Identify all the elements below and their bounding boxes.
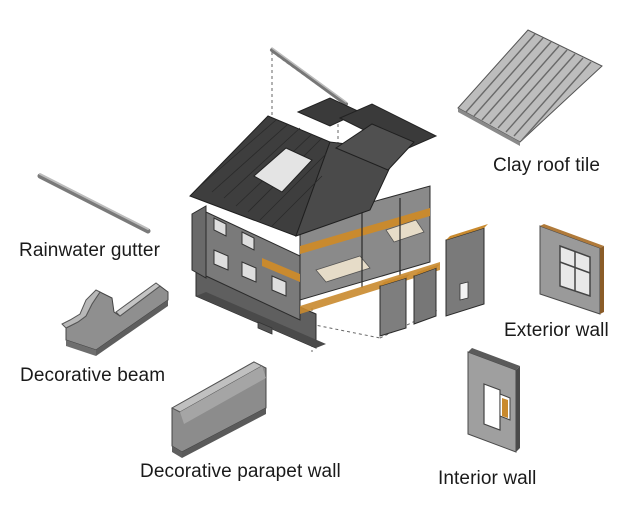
label-decorative-parapet-wall: Decorative parapet wall [140,461,341,482]
label-exterior-wall: Exterior wall [504,320,609,341]
label-rainwater-gutter: Rainwater gutter [19,240,161,261]
house-windows [213,217,287,297]
label-interior-wall: Interior wall [438,468,537,489]
label-clay-roof-tile: Clay roof tile [493,155,600,176]
interior-wall-panels [379,224,488,337]
clay-roof-tile-panel [457,29,603,146]
label-decorative-beam: Decorative beam [20,365,166,386]
